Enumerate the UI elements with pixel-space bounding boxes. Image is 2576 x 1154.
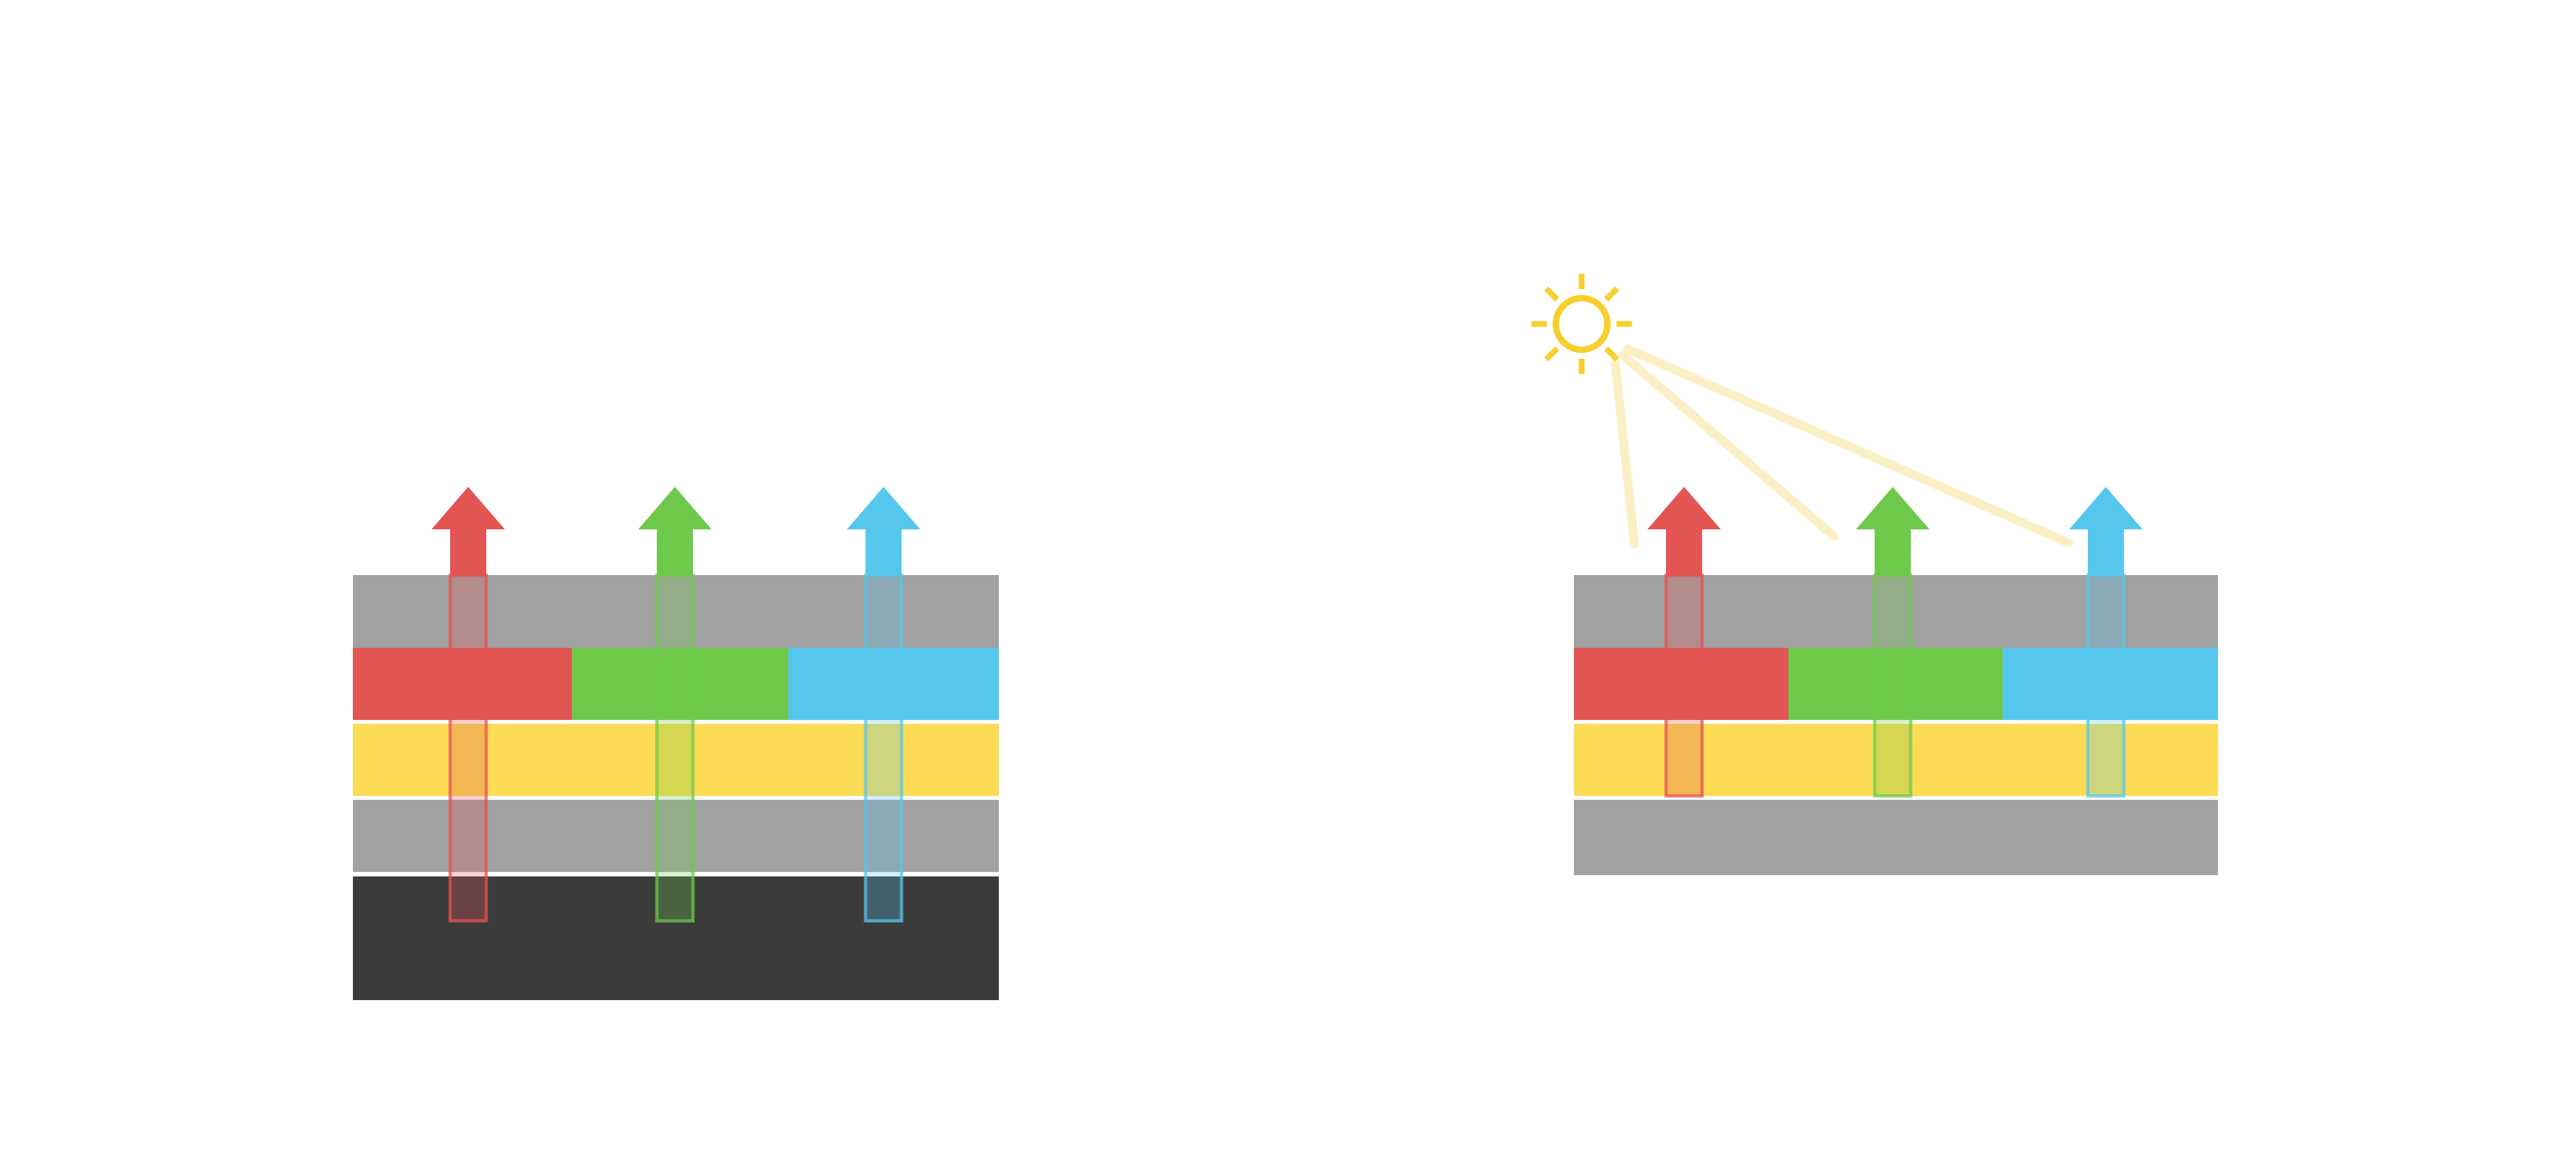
sun-ray	[1604, 346, 1620, 362]
left-yellow-layer	[353, 724, 999, 796]
right-blue-arrow-shaft-translucent	[2086, 573, 2126, 798]
left-top-gray-layer	[353, 575, 999, 648]
sun-ray	[1604, 286, 1620, 302]
sun-disc	[1553, 295, 1611, 353]
right-blue-arrow-shaft-solid	[2088, 527, 2124, 576]
left-green-filter-segment	[572, 648, 788, 720]
left-display-stack-diagram	[353, 487, 999, 1000]
sunlight-beam-to-red-arrow	[1611, 357, 1639, 549]
right-green-arrow-shaft-solid	[1875, 527, 1911, 576]
right-red-arrow-head	[1647, 487, 1721, 529]
left-green-light-arrow	[638, 487, 712, 923]
left-red-filter-segment	[353, 648, 572, 720]
left-bottom-gray-layer	[353, 800, 999, 872]
right-bottom-gray-layer	[1574, 800, 2218, 875]
left-blue-light-arrow	[847, 487, 920, 923]
sun-icon	[1531, 274, 1632, 374]
right-blue-arrow-head	[2069, 487, 2143, 529]
right-red-filter-segment	[1574, 648, 1788, 720]
left-blue-arrow-shaft-solid	[866, 527, 902, 576]
left-blue-filter-segment	[788, 648, 999, 720]
sunlight-beam-to-green-arrow	[1618, 351, 1839, 541]
right-red-light-arrow	[1647, 487, 1721, 798]
right-blue-light-arrow	[2069, 487, 2143, 798]
left-red-light-arrow	[431, 487, 505, 923]
left-dark-base-layer	[353, 876, 999, 1000]
right-red-arrow-shaft-translucent	[1664, 573, 1704, 798]
left-green-arrow-head	[638, 487, 712, 529]
sun-ray	[1544, 286, 1560, 302]
right-green-arrow-head	[1856, 487, 1929, 529]
right-green-filter-segment	[1788, 648, 2003, 720]
left-blue-arrow-shaft-translucent	[864, 573, 904, 923]
right-display-stack-diagram	[1531, 274, 2218, 875]
sun-ray	[1544, 346, 1560, 362]
right-red-arrow-shaft-solid	[1666, 527, 1702, 576]
right-green-light-arrow	[1856, 487, 1929, 798]
right-top-gray-layer	[1574, 575, 2218, 648]
right-yellow-layer	[1574, 724, 2218, 796]
left-blue-arrow-head	[847, 487, 920, 529]
left-red-arrow-shaft-translucent	[448, 573, 488, 923]
sun-rays	[1531, 274, 1632, 374]
right-blue-filter-segment	[2003, 648, 2218, 720]
left-green-arrow-shaft-solid	[657, 527, 693, 576]
left-red-arrow-shaft-solid	[450, 527, 486, 576]
sunlight-beams	[1611, 345, 2073, 549]
right-green-arrow-shaft-translucent	[1873, 573, 1913, 798]
left-green-arrow-shaft-translucent	[655, 573, 695, 923]
sunlight-beam-to-blue-arrow	[1624, 345, 2073, 547]
left-red-arrow-head	[431, 487, 505, 529]
